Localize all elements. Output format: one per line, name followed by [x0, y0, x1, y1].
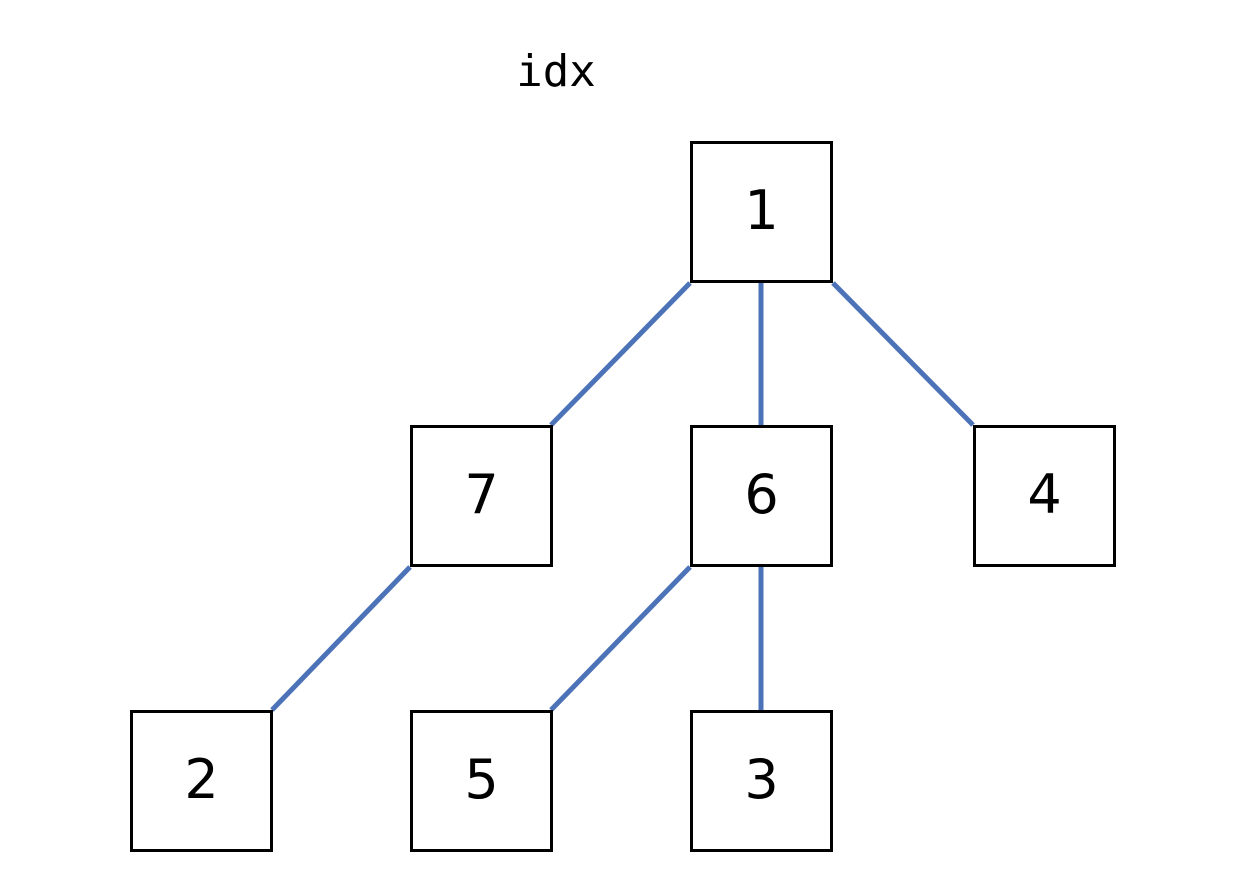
tree-node-2[interactable]: 2	[130, 710, 273, 852]
tree-node-1[interactable]: 1	[690, 141, 833, 283]
tree-node-label: 5	[464, 748, 499, 811]
tree-node-4[interactable]: 4	[973, 425, 1116, 567]
tree-node-6[interactable]: 6	[690, 425, 833, 567]
tree-node-label: 3	[744, 748, 779, 811]
graph-title-text: idx	[516, 46, 596, 97]
tree-node-label: 1	[744, 179, 779, 242]
tree-node-label: 4	[1027, 463, 1062, 526]
tree-node-label: 2	[184, 748, 219, 811]
tree-node-label: 6	[744, 463, 779, 526]
tree-node-5[interactable]: 5	[410, 710, 553, 852]
graph-title: idx	[0, 47, 1248, 97]
tree-node-3[interactable]: 3	[690, 710, 833, 852]
tree-node-7[interactable]: 7	[410, 425, 553, 567]
tree-node-label: 7	[464, 463, 499, 526]
tree-edge	[270, 565, 412, 712]
tree-edge	[831, 281, 975, 427]
tree-edge	[549, 281, 692, 427]
tree-edge	[549, 565, 692, 712]
